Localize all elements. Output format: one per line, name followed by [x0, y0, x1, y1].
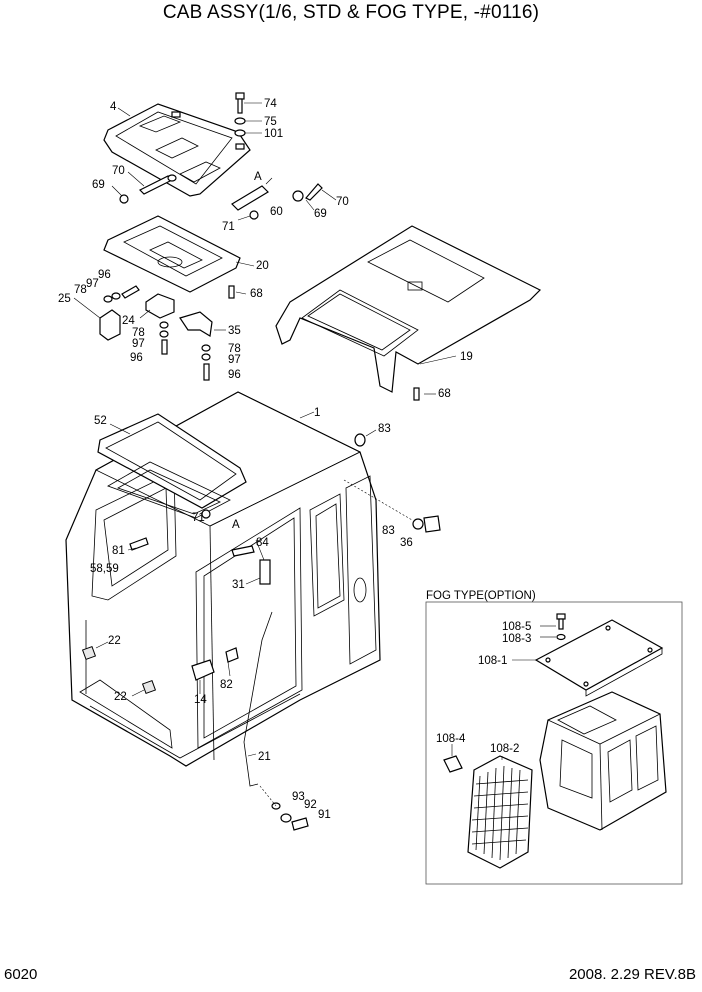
callout-label: 70 [112, 165, 125, 177]
bolt-74-part [234, 92, 262, 137]
callout-label: 69 [92, 179, 105, 191]
callout-label: 97 [132, 338, 145, 350]
callout-label: 31 [232, 579, 245, 591]
hatch-frame-part [103, 215, 255, 293]
callout-label: 93 [292, 791, 305, 803]
callout-label: 92 [304, 799, 317, 811]
callout-label: 97 [228, 354, 241, 366]
page-title: CAB ASSY(1/6, STD & FOG TYPE, -#0116) [162, 2, 540, 23]
callout-label: 35 [228, 325, 241, 337]
callout-label: 96 [228, 369, 241, 381]
fog-type-inset: FOG TYPE(OPTION) [425, 590, 683, 885]
callout-label: 82 [220, 679, 233, 691]
callout-label: 108-5 [502, 621, 531, 633]
callout-label: 78 [132, 327, 145, 339]
callout-label: 83 [378, 423, 391, 435]
revision-date: 2008. 2.29 REV.8B [568, 966, 696, 983]
callout-label: 78 [228, 343, 241, 355]
hatch-cover-part [103, 103, 251, 197]
inset-title: FOG TYPE(OPTION) [426, 590, 536, 602]
callout-label: 71 [192, 512, 205, 524]
callout-label: A [254, 171, 262, 183]
callout-label: 108-4 [436, 733, 466, 745]
callout-label: 84 [256, 537, 269, 549]
callout-label: 22 [108, 635, 121, 647]
callout-label: 108-1 [478, 655, 507, 667]
callout-label: 25 [58, 293, 71, 305]
callout-label: 14 [194, 694, 207, 706]
callout-label: 22 [114, 691, 127, 703]
callout-label: 74 [264, 98, 277, 110]
callout-label: 75 [264, 116, 277, 128]
cab-plugs-part [343, 433, 441, 533]
callout-label: 36 [400, 537, 413, 549]
lock-brackets-part [99, 285, 235, 381]
callout-label: 91 [318, 809, 331, 821]
callout-label: 60 [270, 206, 283, 218]
callout-label: 96 [98, 269, 111, 281]
roof-panel-part [275, 225, 542, 401]
callout-label: 70 [336, 196, 349, 208]
callout-label: 68 [438, 388, 451, 400]
window-seal-part [97, 413, 247, 519]
callout-labels: 4 74 75 101 70 69 A 60 69 70 71 20 96 97… [58, 98, 473, 821]
callout-label: 20 [256, 260, 269, 272]
callout-label: 71 [222, 221, 235, 233]
callout-label: A [232, 519, 240, 531]
leader-lines [73, 107, 457, 757]
callout-label: 101 [264, 128, 283, 140]
callout-label: 68 [250, 288, 263, 300]
callout-label: 4 [110, 101, 117, 113]
hinge-pins-part [119, 174, 323, 220]
callout-label: 21 [258, 751, 271, 763]
callout-label: 78 [74, 284, 87, 296]
handle-fasteners-part [259, 785, 309, 831]
cab-body-part [65, 391, 381, 787]
callout-label: 108-2 [490, 743, 519, 755]
callout-label: 108-3 [502, 633, 531, 645]
page-number: 6020 [4, 966, 38, 983]
callout-label: 96 [130, 352, 143, 364]
callout-label: 24 [122, 315, 135, 327]
callout-label: 52 [94, 415, 107, 427]
callout-label: 58,59 [90, 563, 119, 575]
callout-label: 19 [460, 351, 473, 363]
callout-label: 81 [112, 545, 125, 557]
mesh-guard-part [467, 755, 533, 869]
callout-label: 97 [86, 278, 99, 290]
callout-label: 69 [314, 208, 327, 220]
callout-label: 1 [314, 407, 320, 419]
callout-label: 83 [382, 525, 395, 537]
